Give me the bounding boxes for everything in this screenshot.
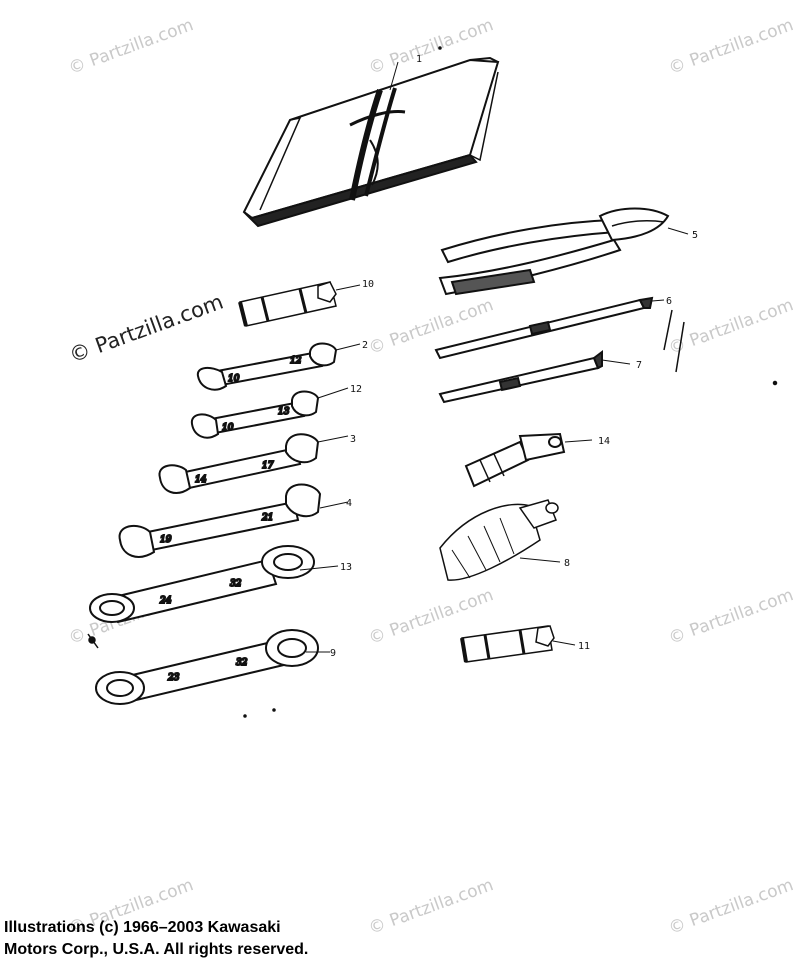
wrench-12: 10 13 xyxy=(190,387,349,439)
wrench-12-size-right: 13 xyxy=(278,407,290,417)
box-wrench-13: 24 32 xyxy=(89,545,339,624)
callout-4: 4 xyxy=(346,498,352,509)
callout-12: 12 xyxy=(350,384,362,395)
wrench-3-size-right: 17 xyxy=(262,461,274,471)
wrench-9-size-left: 23 xyxy=(167,673,180,683)
callout-5: 5 xyxy=(692,230,698,241)
box-wrench-9: 23 32 xyxy=(95,629,330,705)
callout-8: 8 xyxy=(564,558,570,569)
wrench-13-size-left: 24 xyxy=(159,596,172,606)
wrench-13-size-right: 32 xyxy=(230,579,242,589)
plug-wrench-11 xyxy=(460,625,576,663)
wrench-2: 10 12 xyxy=(196,342,361,391)
wrench-3-size-left: 14 xyxy=(195,475,207,485)
wrench-2-size-left: 10 xyxy=(228,374,240,384)
wrench-3: 14 17 xyxy=(158,433,349,494)
scan-marks xyxy=(87,46,778,718)
callout-14: 14 xyxy=(598,436,610,447)
callout-9: 9 xyxy=(330,648,336,659)
wrench-4-size-left: 19 xyxy=(160,535,172,545)
wrench-4-size-right: 21 xyxy=(261,513,273,523)
screwdriver-7 xyxy=(438,350,631,404)
wrench-2-size-right: 12 xyxy=(290,356,302,366)
callout-10: 10 xyxy=(362,279,374,290)
callout-1: 1 xyxy=(416,54,422,65)
callout-7: 7 xyxy=(636,360,642,371)
copyright-notice: Illustrations (c) 1966–2003 Kawasaki Mot… xyxy=(4,917,308,961)
callout-13: 13 xyxy=(340,562,352,573)
callout-2: 2 xyxy=(362,340,368,351)
wrench-4: 19 21 xyxy=(118,483,349,558)
socket-14 xyxy=(464,432,593,488)
wrench-12-size-left: 10 xyxy=(222,423,234,433)
screwdriver-6 xyxy=(434,296,665,360)
tool-bag xyxy=(242,56,500,228)
callout-6: 6 xyxy=(666,296,672,307)
callout-3: 3 xyxy=(350,434,356,445)
copyright-line-2: Motors Corp., U.S.A. All rights reserved… xyxy=(4,941,309,958)
plug-wrench-10 xyxy=(238,281,361,327)
plug-wrench-8 xyxy=(439,499,561,581)
pliers-5 xyxy=(438,207,689,296)
wrench-9-size-right: 32 xyxy=(236,658,248,668)
callout-11: 11 xyxy=(578,641,590,652)
copyright-line-1: Illustrations (c) 1966–2003 Kawasaki xyxy=(4,919,281,936)
